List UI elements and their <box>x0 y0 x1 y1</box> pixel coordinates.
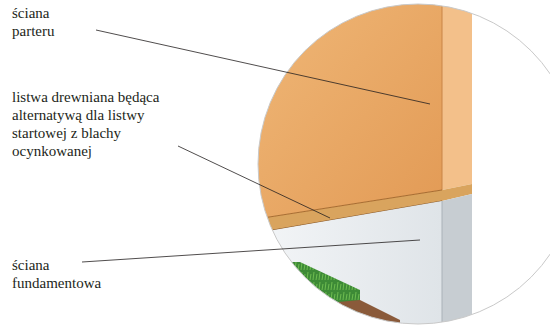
grass <box>250 262 360 327</box>
part-label: listwa drewniana będąca alternatywą dla … <box>12 88 184 160</box>
part-label: ściana parteru <box>12 4 94 40</box>
wall-side-face <box>442 0 472 190</box>
leader-line <box>82 240 420 262</box>
ground-floor-wall <box>250 0 442 220</box>
detail-circle <box>258 4 550 324</box>
foundation-side-face <box>442 194 472 327</box>
detail-view <box>250 0 550 327</box>
leader-line <box>178 146 330 218</box>
part-label: ściana fundamentowa <box>12 256 104 292</box>
soil <box>250 300 400 327</box>
foundation-wall <box>250 201 442 327</box>
